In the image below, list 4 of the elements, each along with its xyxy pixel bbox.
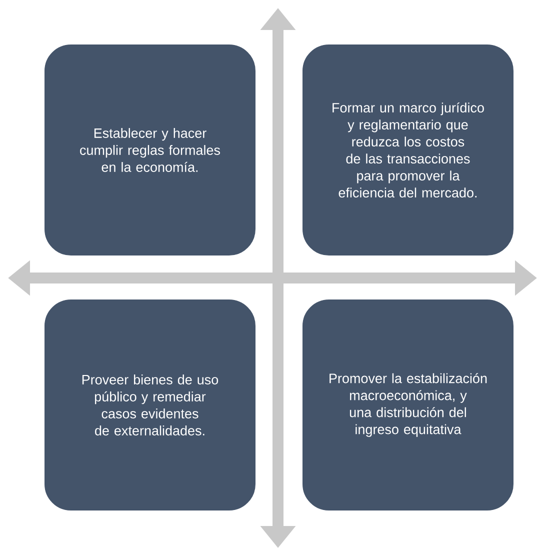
- text-box: Formar un marco jurídico y reglamentario que reduzca los costos de las transacciones para promover la eficiencia del mercado.: [300, 42, 516, 258]
- text-box: Establecer y hacer cumplir reglas formales en la economía.: [42, 42, 258, 258]
- text-box: Proveer bienes de uso público y remediar casos evidentes de externalidades.: [42, 296, 258, 514]
- text-box: Promover la estabilización macroeconómica, y una distribución del ingreso equitativa: [300, 296, 516, 514]
